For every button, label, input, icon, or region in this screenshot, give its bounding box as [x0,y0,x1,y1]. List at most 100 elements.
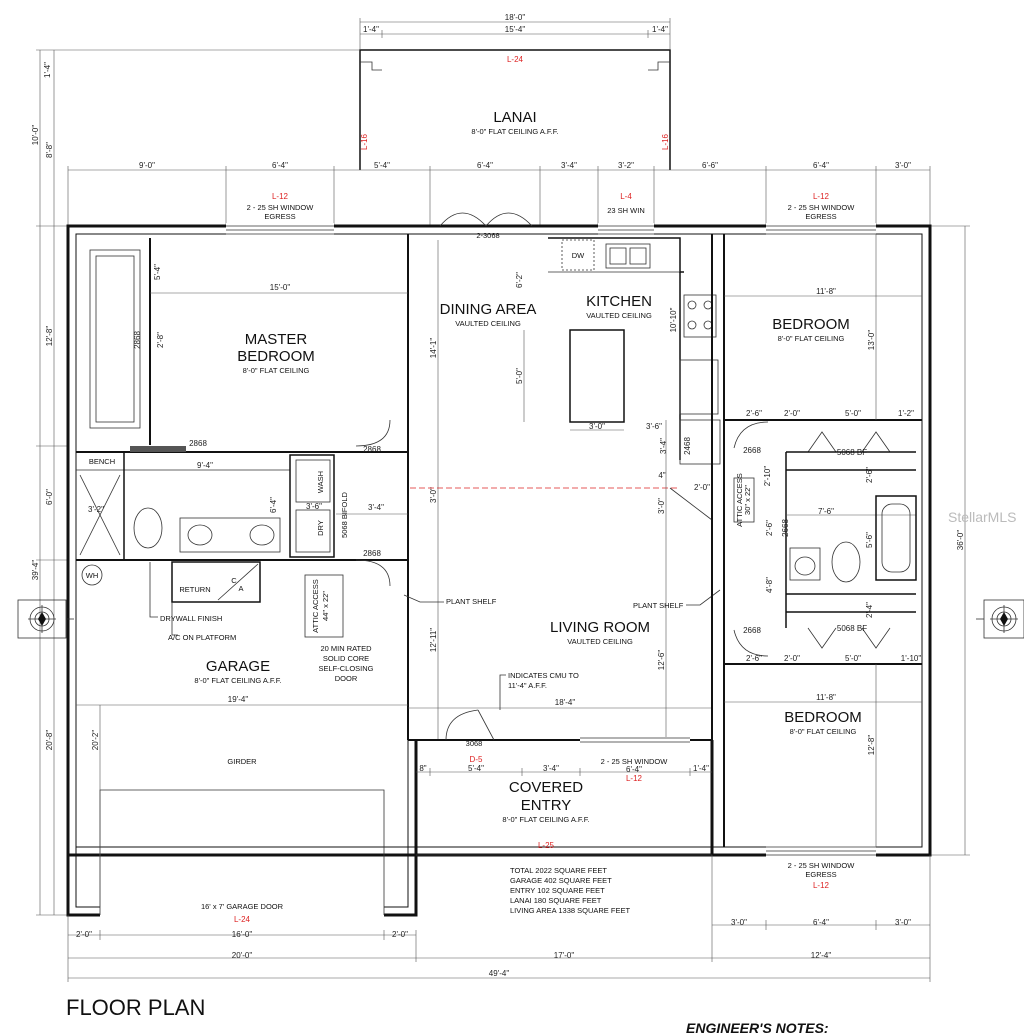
lanai-ceiling: 8'-0" FLAT CEILING A.F.F. [471,127,558,136]
svg-text:44" x 22": 44" x 22" [321,591,330,621]
lanai-label: LANAI [493,109,536,126]
svg-text:EGRESS: EGRESS [805,870,836,879]
svg-text:11'-4" A.F.F.: 11'-4" A.F.F. [508,681,547,690]
svg-text:2'-0": 2'-0" [76,930,92,939]
svg-text:3'-0": 3'-0" [895,918,911,927]
dim-row2-0: 9'-0" [139,161,155,170]
dim-left-394: 39'-4" [31,560,40,581]
svg-text:3'-6": 3'-6" [646,422,662,431]
svg-text:3'-0": 3'-0" [589,422,605,431]
svg-text:GIRDER: GIRDER [227,757,257,766]
dim-left-88: 8'-8" [45,142,54,158]
svg-text:L-12: L-12 [813,881,830,890]
hall-bath: 2'-6" 2'-0" 5'-0" 1'-2" 2668 5068 BF 2'-… [723,409,922,665]
right-dimensions: 36'-0" [930,225,970,856]
svg-text:12'-4": 12'-4" [811,951,832,960]
svg-text:2'-6": 2'-6" [746,654,762,663]
living-room: 3'-0" 12'-6" 12'-11" LIVING ROOM VAULTED… [403,234,721,741]
svg-text:DOOR: DOOR [335,674,358,683]
svg-text:12'-6": 12'-6" [657,650,666,671]
dim-row2-3: 6'-4" [477,161,493,170]
svg-text:3'-4": 3'-4" [659,438,668,454]
svg-text:14'-1": 14'-1" [429,338,438,359]
kitchen-ceiling: VAULTED CEILING [586,311,652,320]
svg-text:3'-0": 3'-0" [731,918,747,927]
svg-text:20'-2": 20'-2" [91,730,100,751]
svg-text:5068 BIFOLD: 5068 BIFOLD [340,491,349,537]
dim-right-360: 36'-0" [956,530,965,551]
living-room-ceiling: VAULTED CEILING [567,637,633,646]
svg-text:2 - 25 SH WINDOW: 2 - 25 SH WINDOW [788,861,856,870]
svg-text:2668: 2668 [743,446,761,455]
svg-text:2'-0": 2'-0" [784,654,800,663]
svg-text:EGRESS: EGRESS [805,212,836,221]
svg-text:6'-4": 6'-4" [269,497,278,513]
svg-text:EGRESS: EGRESS [264,212,295,221]
svg-text:SELF-CLOSING: SELF-CLOSING [318,664,373,673]
svg-text:3'-0": 3'-0" [429,487,438,503]
window-master-egress: L-12 2 - 25 SH WINDOW EGRESS [247,192,315,221]
svg-text:2'-6": 2'-6" [746,409,762,418]
svg-text:19'-4": 19'-4" [228,695,249,704]
svg-text:2 - 25 SH WINDOW: 2 - 25 SH WINDOW [247,203,315,212]
svg-text:2868: 2868 [133,331,142,349]
svg-text:2'-0": 2'-0" [784,409,800,418]
svg-text:5'-0": 5'-0" [515,368,524,384]
floor-plan-title: FLOOR PLAN [66,995,205,1020]
svg-text:DRY: DRY [316,520,325,536]
svg-text:17'-0": 17'-0" [554,951,575,960]
dining-area-ceiling: VAULTED CEILING [455,319,521,328]
covered-entry-label-1: COVERED [509,779,583,796]
window-bedroom-ne-egress: L-12 2 - 25 SH WINDOW EGRESS [788,192,856,221]
svg-text:WASH: WASH [316,471,325,493]
svg-text:8": 8" [419,764,426,773]
left-dimensions: 1'-4" 10'-0" 8'-8" 12'-8" 6'-0" 39'-4" 2… [31,49,360,916]
svg-text:1'-10": 1'-10" [901,654,922,663]
svg-text:D-5: D-5 [470,755,483,764]
top-dimensions: 18'-0" 15'-4" 1'-4" 1'-4" 9'-0" 6'-4" 5'… [67,13,931,226]
svg-text:9'-4": 9'-4" [197,461,213,470]
svg-text:2'-0": 2'-0" [694,483,710,492]
svg-text:5'-6": 5'-6" [865,532,874,548]
svg-text:GARAGE 402 SQUARE FEET: GARAGE 402 SQUARE FEET [510,876,612,885]
section-marker-left [17,599,74,639]
master-bedroom-ceiling: 8'-0" FLAT CEILING [243,366,310,375]
master-bedroom-label-2: BEDROOM [237,348,315,365]
master-bath: BENCH 3'-2" 9'-4" 6'-4" WASH DRY 3'-6" 5… [76,419,438,587]
dim-left-10: 10'-0" [31,125,40,146]
svg-text:12'-11": 12'-11" [429,628,438,652]
svg-text:2468: 2468 [683,437,692,455]
svg-text:1'-4": 1'-4" [693,764,709,773]
svg-text:C: C [231,576,237,585]
svg-text:LIVING AREA 1338 SQUARE FEET: LIVING AREA 1338 SQUARE FEET [510,906,630,915]
svg-text:DRYWALL FINISH: DRYWALL FINISH [160,614,222,623]
svg-text:2 - 25 SH WINDOW: 2 - 25 SH WINDOW [788,203,856,212]
lanai: L-24 LANAI 8'-0" FLAT CEILING A.F.F. L-1… [359,49,671,170]
dim-left-128: 12'-8" [45,326,54,347]
bedroom-se: 11'-8" 12'-8" BEDROOM 8'-0" FLAT CEILING… [723,664,922,890]
dim-lanai-left: 1'-4" [363,25,379,34]
svg-text:L-24: L-24 [234,915,251,924]
svg-text:5'-4": 5'-4" [468,764,484,773]
svg-text:11'-8": 11'-8" [816,693,836,702]
svg-text:20'-0": 20'-0" [232,951,253,960]
svg-text:2'-10": 2'-10" [763,466,772,487]
svg-text:13'-0": 13'-0" [867,330,876,351]
svg-text:PLANT SHELF: PLANT SHELF [446,597,497,606]
watermark: StellarMLS [948,509,1016,525]
window-kitchen: L-4 23 SH WIN [607,192,645,215]
svg-text:BENCH: BENCH [89,457,115,466]
dining-area-label: DINING AREA [440,301,537,318]
svg-text:DW: DW [572,251,585,260]
svg-text:23 SH WIN: 23 SH WIN [607,206,645,215]
svg-text:11'-8": 11'-8" [816,287,836,296]
bedroom-se-label: BEDROOM [784,709,862,726]
dim-row2-7: 6'-4" [813,161,829,170]
svg-text:5'-4": 5'-4" [153,264,162,280]
svg-text:2-3068: 2-3068 [476,231,499,240]
master-bedroom-label-1: MASTER [245,331,308,348]
covered-entry: 3068 D-5 2 - 25 SH WINDOW 8" 5'-4" 3'-4"… [416,709,712,856]
svg-text:ATTIC ACCESS: ATTIC ACCESS [735,473,744,527]
dim-left-208: 20'-8" [45,730,54,751]
svg-text:LANAI 180 SQUARE FEET: LANAI 180 SQUARE FEET [510,896,602,905]
